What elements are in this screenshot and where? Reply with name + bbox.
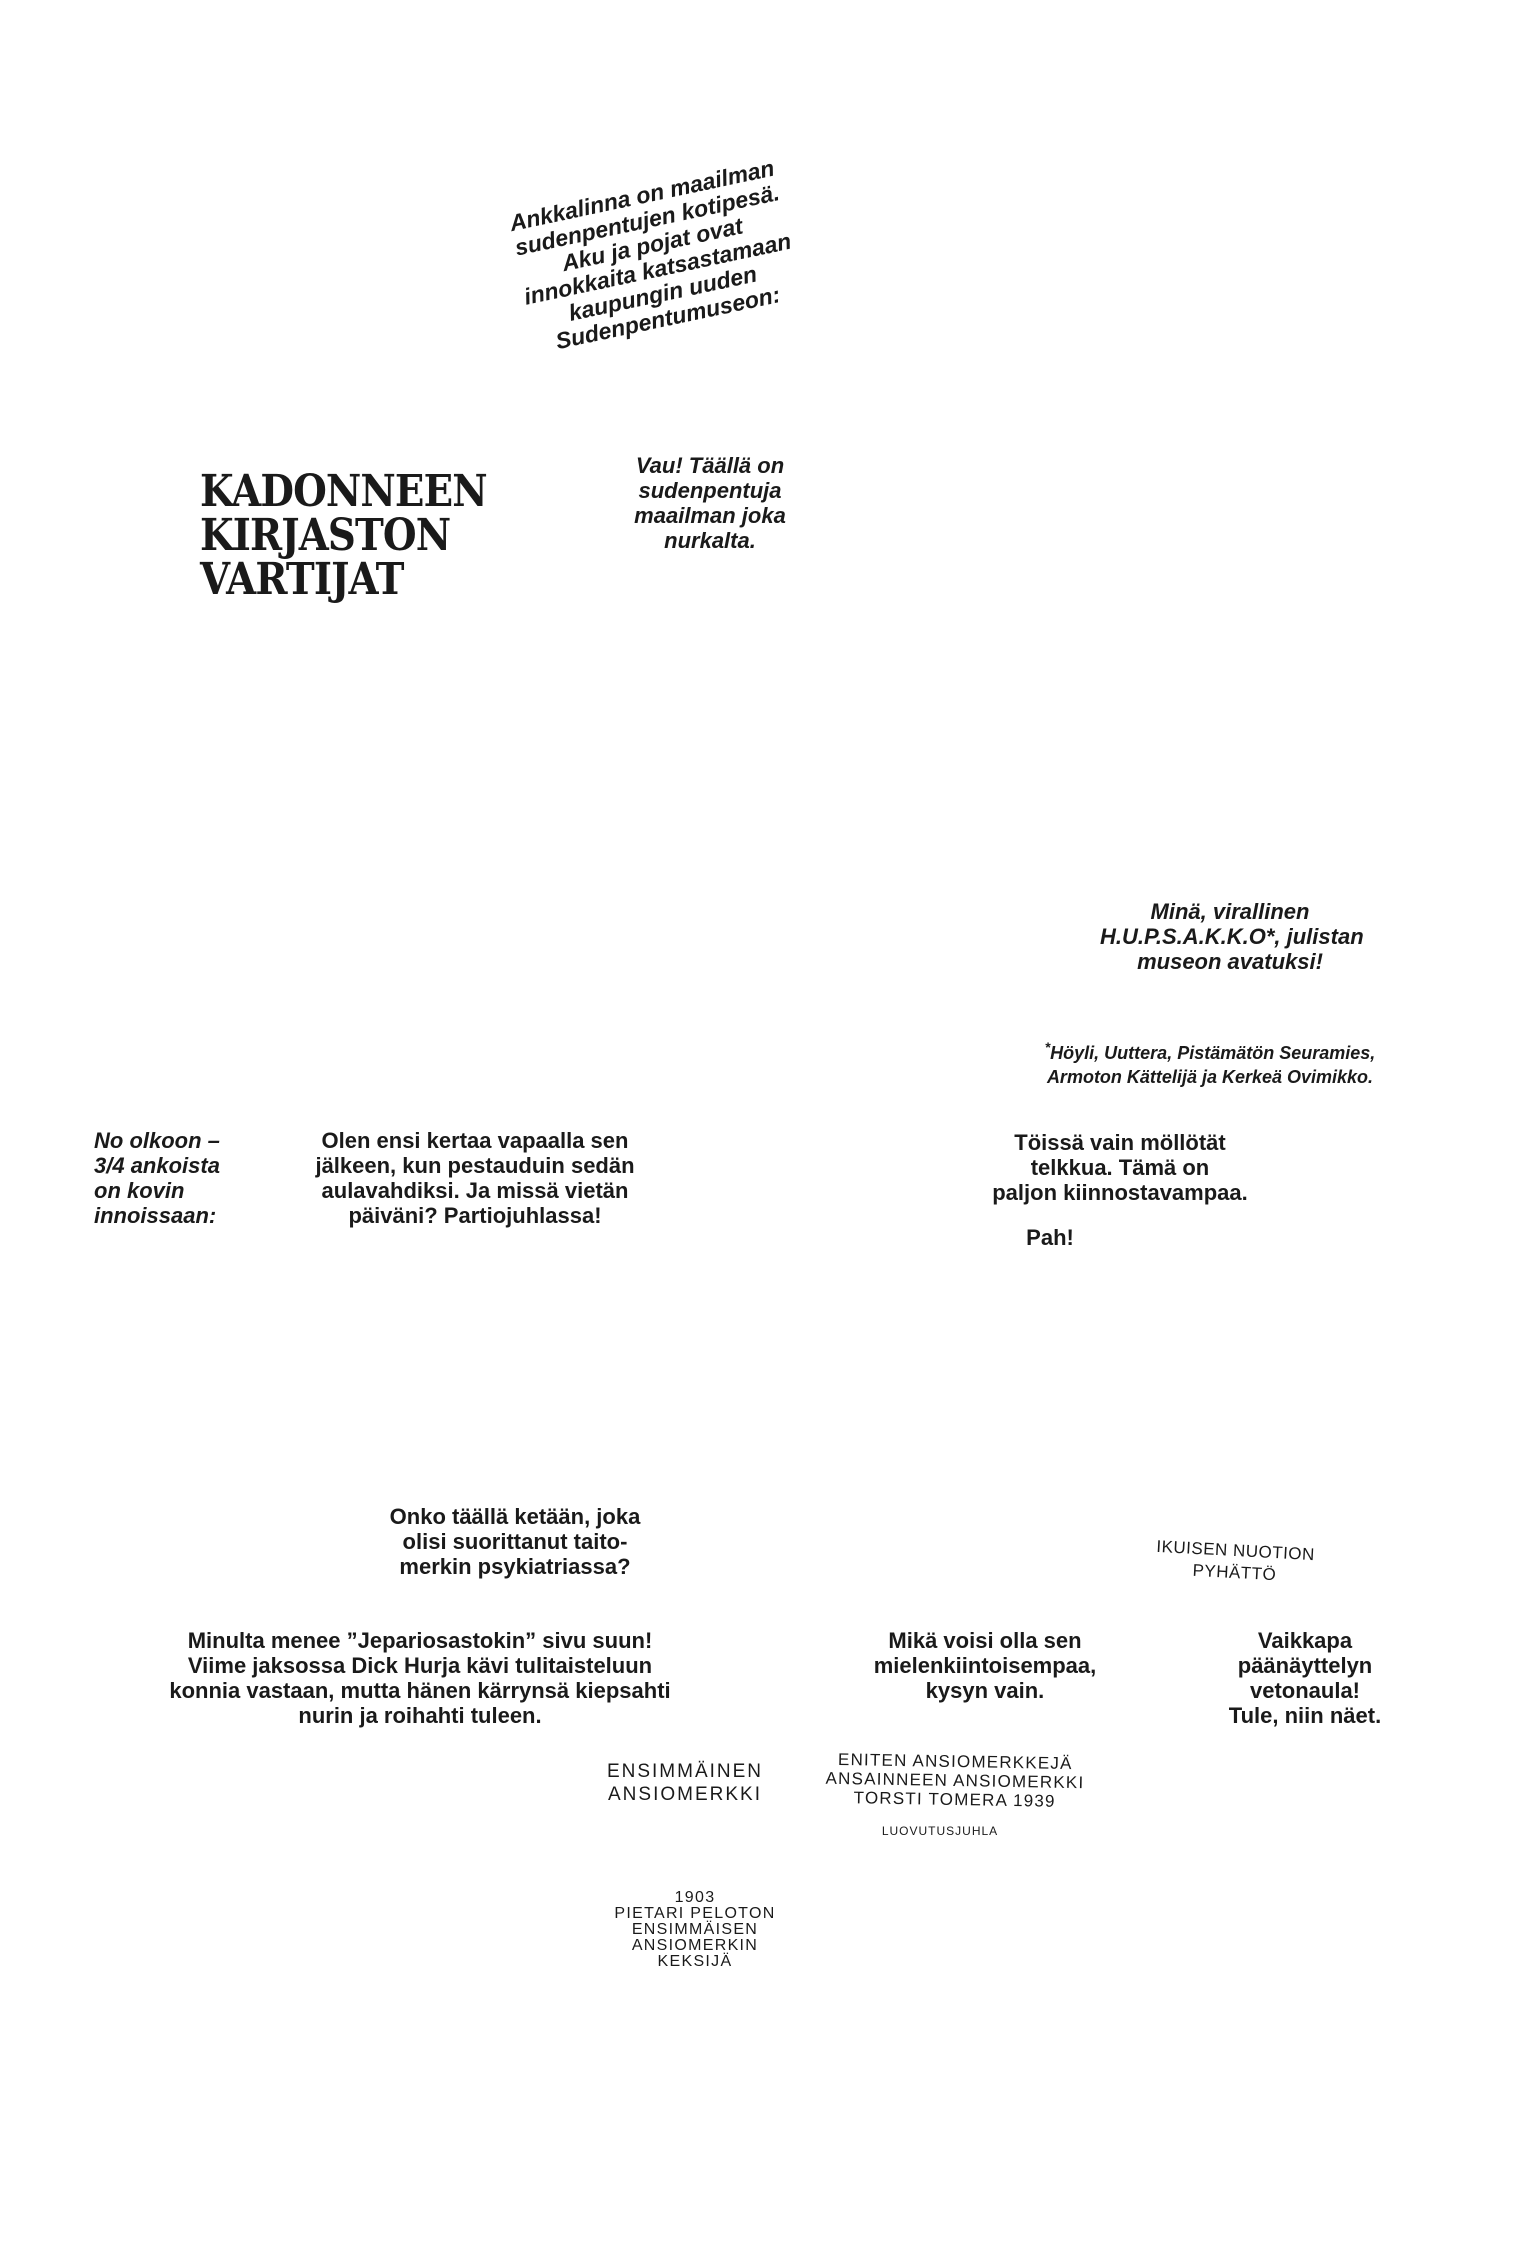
speech-line: jälkeen, kun pestauduin sedän bbox=[315, 1153, 635, 1178]
caption-line: No olkoon – bbox=[94, 1128, 220, 1153]
speech-line: Minulta menee ”Jepariosastokin” sivu suu… bbox=[187, 1628, 653, 1653]
speech-line: Töissä vain möllötät bbox=[1014, 1130, 1226, 1155]
speech-line: merkin psykiatriassa? bbox=[399, 1554, 631, 1579]
footnote-line: Armoton Kättelijä ja Kerkeä Ovimikko. bbox=[1046, 1067, 1374, 1087]
speech-onko: Onko täällä ketään, joka olisi suorittan… bbox=[355, 1504, 675, 1579]
sign-line: ENSIMMÄISEN bbox=[631, 1921, 759, 1938]
speech-line: aulavahdiksi. Ja missä vietän bbox=[321, 1178, 629, 1203]
speech-mika: Mikä voisi olla sen mielenkiintoisempaa,… bbox=[850, 1628, 1120, 1703]
footnote-text: Höyli, Uuttera, Pistämätön Seuramies, bbox=[1050, 1043, 1376, 1063]
sign-pietari-peloton: 1903 PIETARI PELOTON ENSIMMÄISEN ANSIOME… bbox=[595, 1890, 795, 1970]
speech-line: Olen ensi kertaa vapaalla sen bbox=[321, 1128, 629, 1153]
speech-vaikkapa: Vaikkapa päänäyttelyn vetonaula! Tule, n… bbox=[1205, 1628, 1405, 1728]
speech-line: kysyn vain. bbox=[925, 1678, 1045, 1703]
speech-line: Tule, niin näet. bbox=[1228, 1703, 1382, 1728]
speech-line: telkkua. Tämä on bbox=[1030, 1155, 1210, 1180]
speech-line: Minä, virallinen bbox=[1150, 899, 1310, 924]
speech-line: Viime jaksossa Dick Hurja kävi tulitaist… bbox=[187, 1653, 653, 1678]
speech-line: H.U.P.S.A.K.K.O*, julistan bbox=[1100, 924, 1364, 949]
speech-line: konnia vastaan, mutta hänen kärrynsä kie… bbox=[169, 1678, 671, 1703]
sign-line: 1903 bbox=[674, 1889, 716, 1906]
speech-line: olisi suorittanut taito- bbox=[402, 1529, 628, 1554]
speech-line: mielenkiintoisempaa, bbox=[873, 1653, 1097, 1678]
speech-olen: Olen ensi kertaa vapaalla sen jälkeen, k… bbox=[295, 1128, 655, 1228]
caption-no-olkoon: No olkoon – 3/4 ankoista on kovin innois… bbox=[94, 1128, 264, 1228]
speech-line: sudenpentuja bbox=[638, 478, 782, 503]
intro-caption: Ankkalinna on maailman sudenpentujen kot… bbox=[493, 152, 818, 361]
sign-line: TORSTI TOMERA 1939 bbox=[853, 1788, 1056, 1811]
speech-toissa: Töissä vain möllötät telkkua. Tämä on pa… bbox=[970, 1130, 1270, 1205]
sign-line: ANSIOMERKKI bbox=[608, 1784, 762, 1805]
speech-line: Onko täällä ketään, joka bbox=[389, 1504, 641, 1529]
caption-line: innoissaan: bbox=[94, 1203, 217, 1228]
footnote-mark: * bbox=[1044, 1039, 1051, 1055]
footnote-line: *Höyli, Uuttera, Pistämätön Seuramies, bbox=[1020, 1035, 1400, 1065]
speech-line: maailman joka bbox=[634, 503, 786, 528]
speech-line: nurin ja roihahti tuleen. bbox=[298, 1703, 542, 1728]
speech-mina: Minä, virallinen H.U.P.S.A.K.K.O*, julis… bbox=[1100, 899, 1364, 974]
speech-line: nurkalta. bbox=[664, 528, 756, 553]
sign-luovutusjuhla: LUOVUTUSJUHLA bbox=[881, 1824, 999, 1838]
footnote: *Höyli, Uuttera, Pistämätön Seuramies, A… bbox=[1020, 1035, 1400, 1089]
sign-line: ENSIMMÄINEN bbox=[606, 1761, 764, 1782]
speech-line: vetonaula! bbox=[1249, 1678, 1361, 1703]
caption-line: on kovin bbox=[94, 1178, 185, 1203]
speech-line: päänäyttelyn bbox=[1237, 1653, 1373, 1678]
sign-line: ANSIOMERKIN bbox=[631, 1937, 759, 1954]
speech-line: Vau! Täällä on bbox=[635, 453, 785, 478]
title-line: KIRJASTON bbox=[200, 510, 451, 561]
speech-minulta: Minulta menee ”Jepariosastokin” sivu suu… bbox=[150, 1628, 690, 1728]
title-line: VARTIJAT bbox=[200, 554, 404, 605]
sign-eniten-ansiomerkkeja: ENITEN ANSIOMERKKEJÄ ANSAINNEEN ANSIOMER… bbox=[815, 1750, 1096, 1812]
caption-line: 3/4 ankoista bbox=[94, 1153, 220, 1178]
speech-line: paljon kiinnostavampaa. bbox=[992, 1180, 1248, 1205]
title-line: KADONNEEN bbox=[200, 466, 488, 517]
speech-line: päiväni? Partiojuhlassa! bbox=[348, 1203, 602, 1228]
sign-ikuisen-nuotion: IKUISEN NUOTION PYHÄTTÖ bbox=[1139, 1535, 1331, 1589]
sign-line: KEKSIJÄ bbox=[657, 1953, 733, 1970]
sign-line: PIETARI PELOTON bbox=[614, 1905, 776, 1922]
speech-line: museon avatuksi! bbox=[1137, 949, 1323, 974]
speech-line: Mikä voisi olla sen bbox=[888, 1628, 1082, 1653]
speech-vau: Vau! Täällä on sudenpentuja maailman jok… bbox=[600, 453, 820, 553]
speech-pah: Pah! bbox=[1026, 1225, 1074, 1250]
sign-ensimmainen-ansiomerkki: ENSIMMÄINEN ANSIOMERKKI bbox=[580, 1760, 790, 1806]
story-title-logo: KADONNEEN KIRJASTON VARTIJAT bbox=[200, 466, 488, 605]
speech-line: Vaikkapa bbox=[1257, 1628, 1353, 1653]
